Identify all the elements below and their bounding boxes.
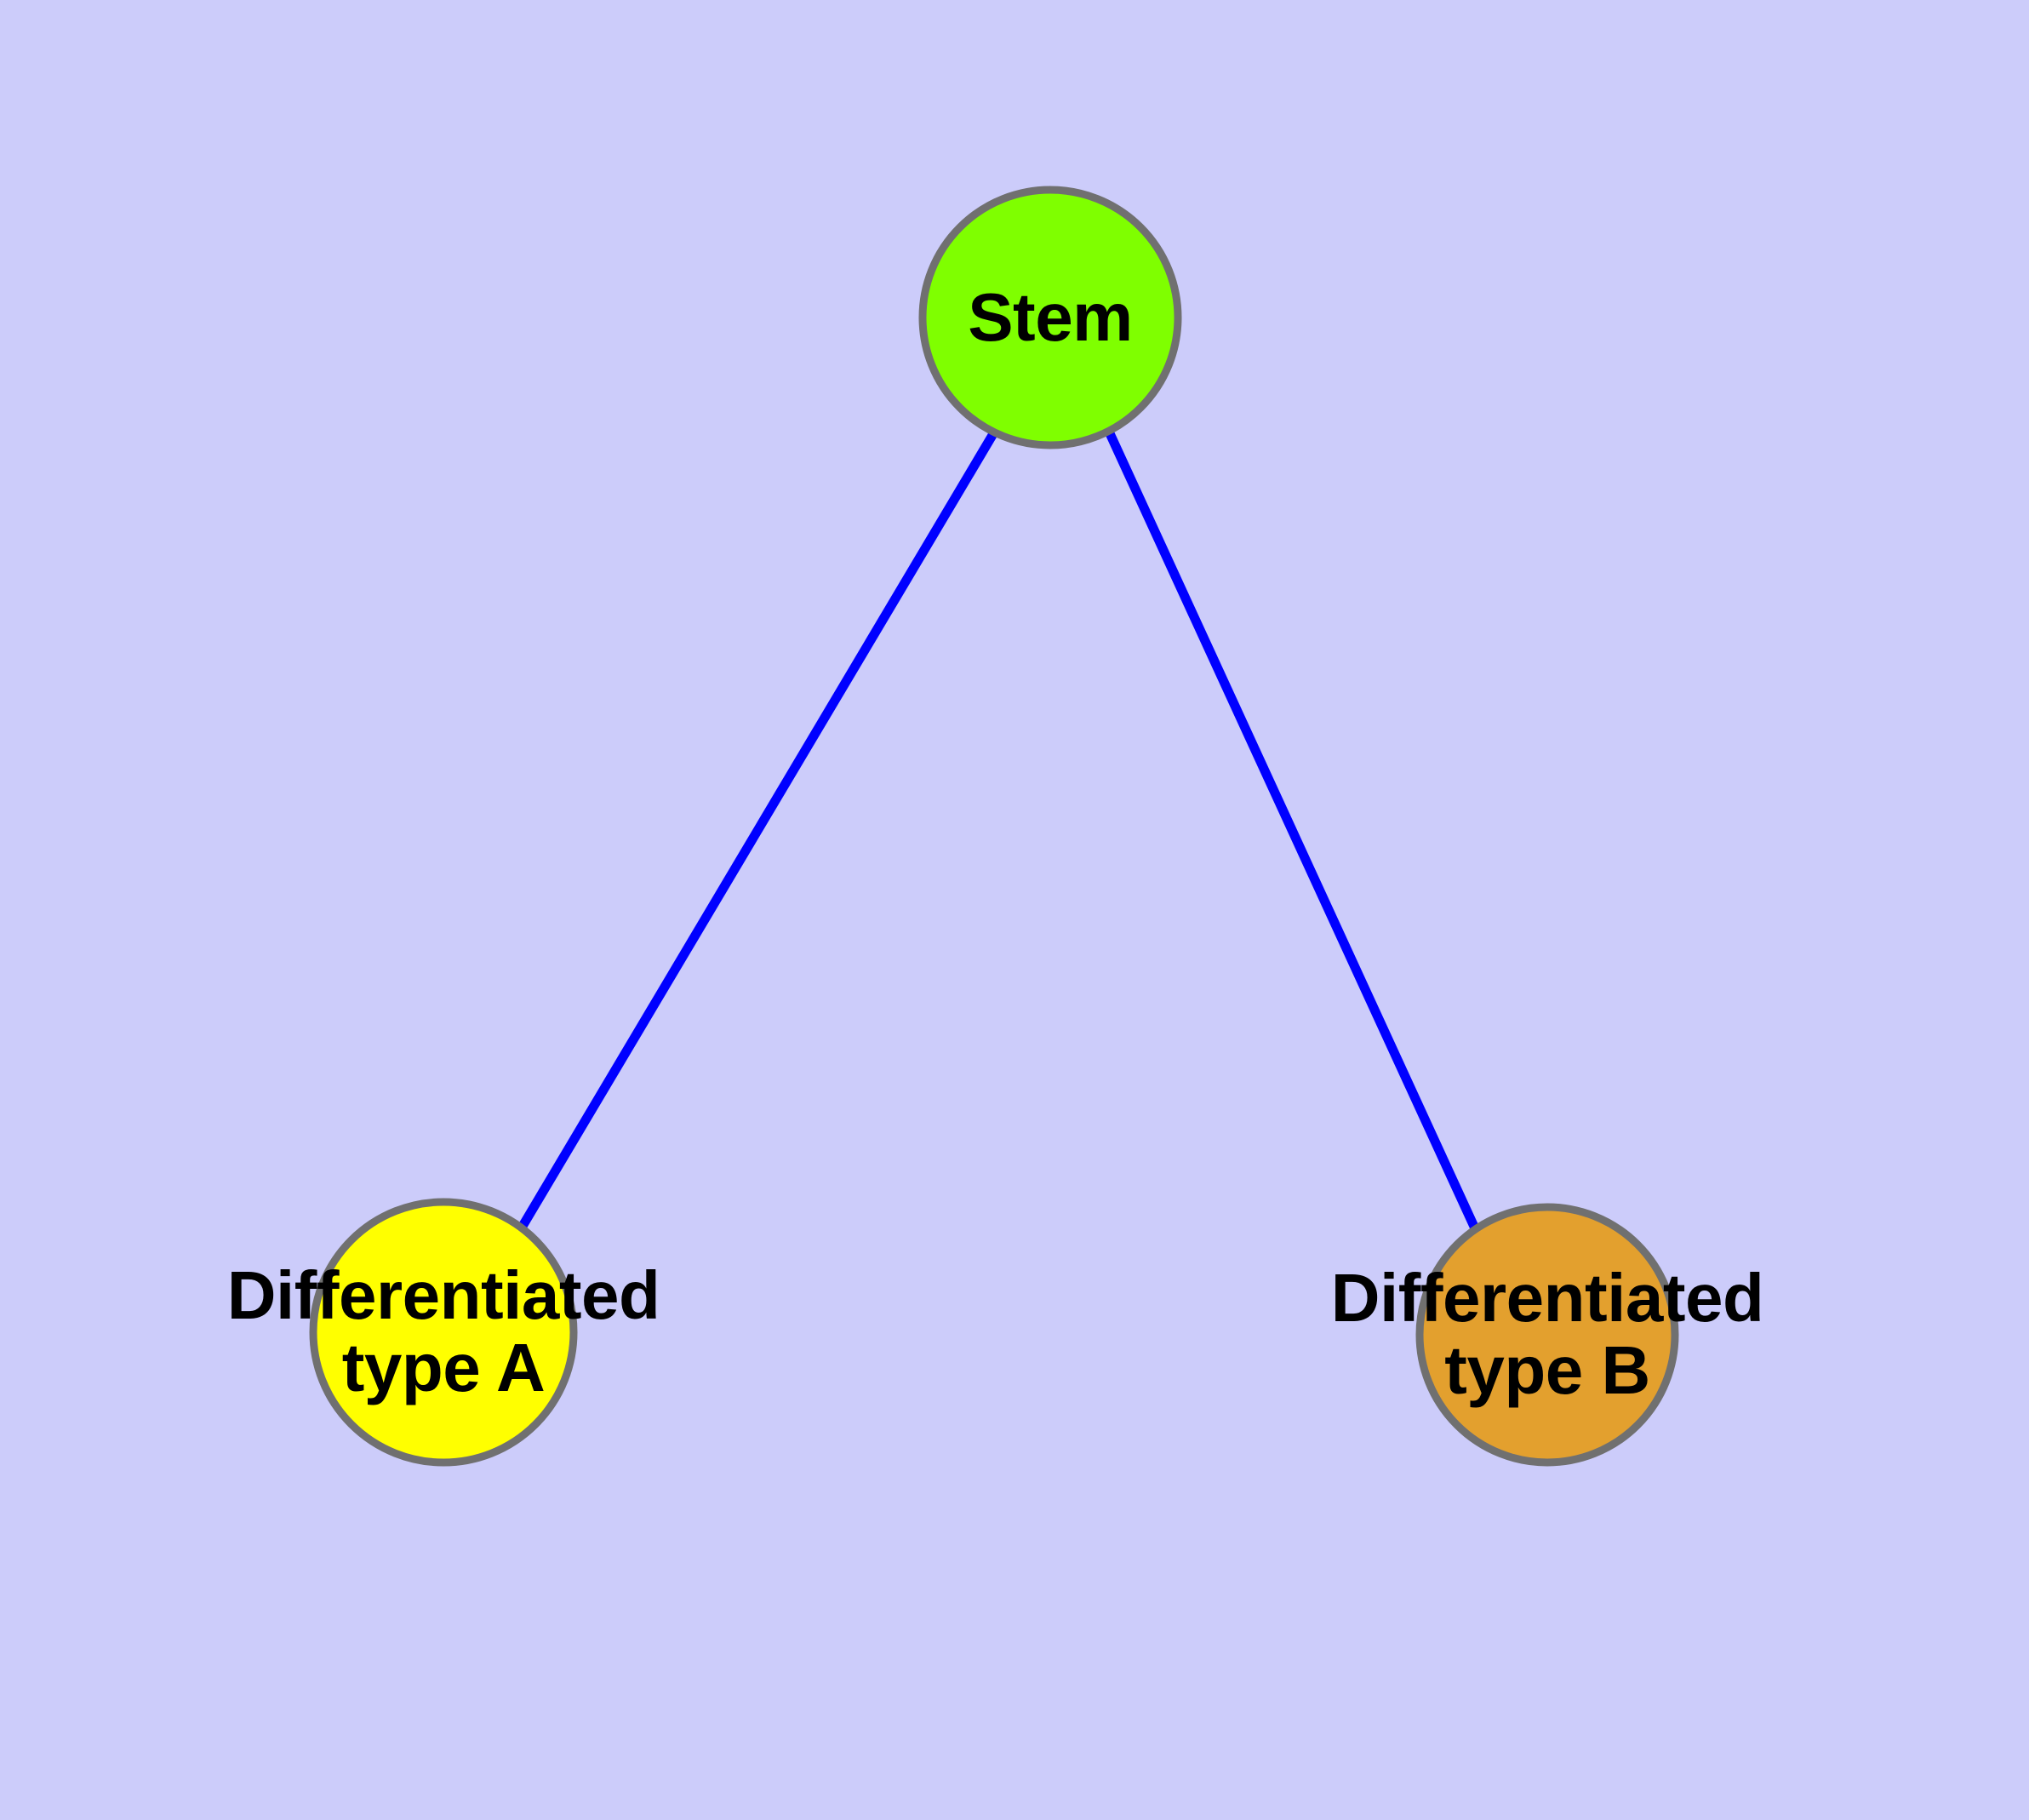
edge-stem-to-diff-a[interactable]	[517, 430, 998, 1230]
node-circle-stem[interactable]	[918, 186, 1182, 449]
edge-stem-to-diff-b[interactable]	[1105, 429, 1479, 1231]
node-circle-diff-a[interactable]	[309, 1198, 578, 1467]
node-circle-diff-b[interactable]	[1415, 1203, 1679, 1467]
node-layer	[309, 186, 1679, 1467]
edge-layer	[517, 429, 1479, 1231]
